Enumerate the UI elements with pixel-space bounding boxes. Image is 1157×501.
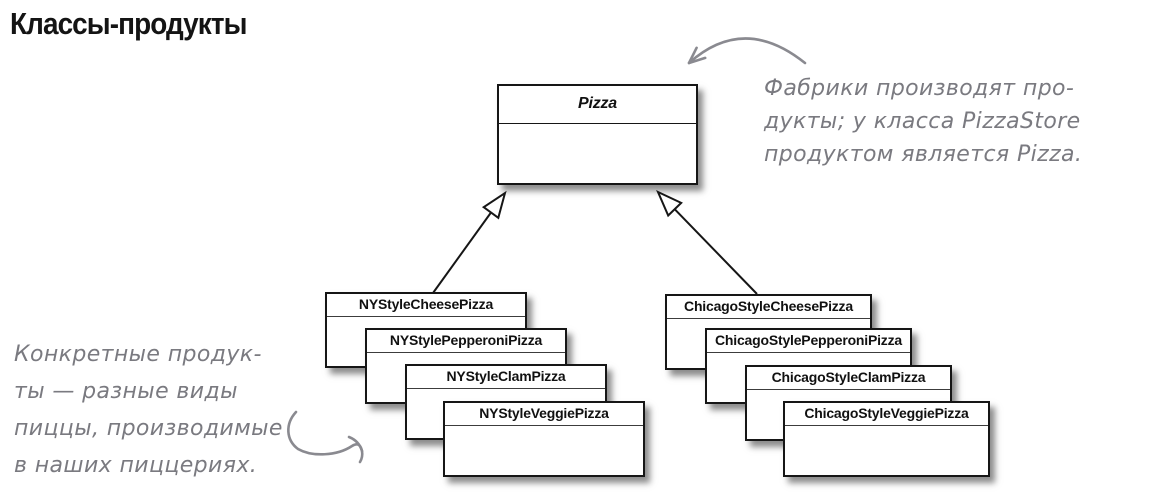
products-note: Конкретные продук- ты — разные виды пицц… — [14, 336, 283, 484]
class-body-pizza — [499, 124, 696, 183]
inheritance-arrow-ny — [432, 190, 507, 294]
class-name: NYStylePepperoniPizza — [367, 330, 565, 353]
class-body — [785, 426, 988, 475]
factory-note: Фабрики производят про- дукты; у класса … — [764, 72, 1082, 171]
class-box-nystyleveggiepizza: NYStyleVeggiePizza — [443, 401, 645, 477]
products-note-line: в наших пиццериях. — [14, 453, 258, 478]
class-name: NYStyleClamPizza — [407, 366, 605, 389]
class-name: NYStyleVeggiePizza — [445, 403, 643, 426]
page-title: Классы-продукты — [10, 6, 247, 41]
products-note-line: пиццы, производимые — [14, 416, 283, 441]
class-name: ChicagoStyleClamPizza — [747, 367, 950, 390]
class-body — [445, 426, 643, 475]
products-note-line: Конкретные продук- — [14, 342, 262, 367]
class-box-pizza: Pizza — [497, 84, 698, 185]
open-triangle-icon — [481, 190, 507, 220]
class-name: ChicagoStylePepperoniPizza — [707, 330, 910, 353]
open-triangle-icon — [656, 189, 683, 218]
products-note-line: ты — разные виды — [14, 379, 238, 404]
factory-note-line: продуктом является Pizza. — [764, 142, 1083, 167]
inheritance-arrow-chicago — [656, 189, 758, 295]
class-name: ChicagoStyleCheesePizza — [667, 296, 870, 319]
class-box-chicagostyleveggiepizza: ChicagoStyleVeggiePizza — [783, 401, 990, 477]
arrowhead-icon — [347, 435, 364, 453]
class-name: ChicagoStyleVeggiePizza — [785, 403, 988, 426]
factory-note-line: дукты; у класса PizzaStore — [764, 109, 1081, 134]
products-note-arrow — [287, 410, 364, 464]
factory-note-line: Фабрики производят про- — [764, 76, 1075, 101]
factory-note-arrow — [687, 37, 807, 65]
class-name-pizza: Pizza — [499, 86, 696, 124]
arrowhead-icon — [687, 46, 707, 65]
class-name: NYStyleCheesePizza — [327, 294, 525, 317]
